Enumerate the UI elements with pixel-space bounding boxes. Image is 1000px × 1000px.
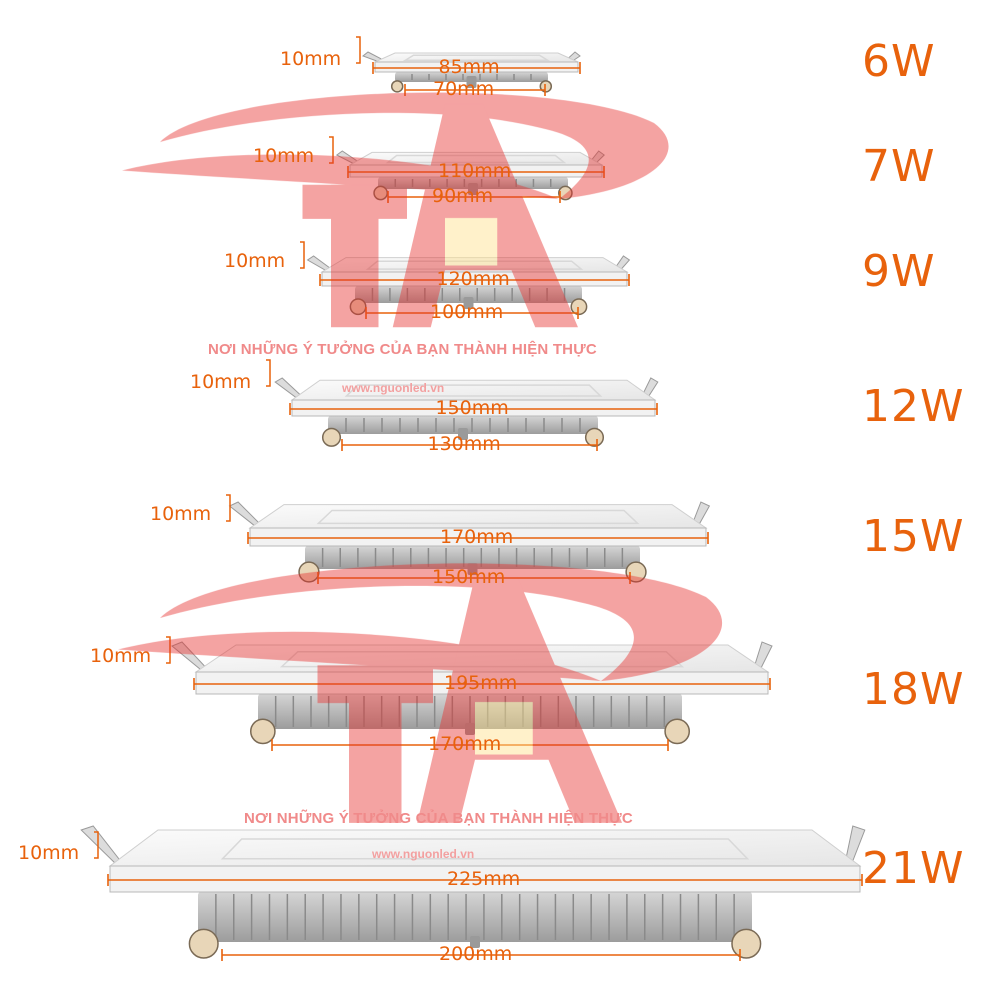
spring-clip-coil [731, 928, 762, 959]
panel-diffuser [316, 509, 640, 525]
spring-clip-coil [558, 185, 573, 201]
panel-7w [329, 136, 605, 203]
panel-connector [465, 723, 475, 735]
spring-clip-coil [390, 80, 404, 93]
panel-9w [300, 241, 631, 319]
outer-size-label: 150mm [435, 397, 509, 419]
panel-body [305, 546, 640, 569]
spring-clip-coil [570, 298, 588, 316]
thickness-label: 10mm [224, 250, 286, 272]
thickness-bracket [300, 241, 305, 269]
watermark-website: www.nguonled.vn [342, 381, 445, 395]
outer-size-label: 170mm [440, 526, 514, 548]
spring-clip-coil [584, 427, 605, 447]
panel-6w [356, 36, 581, 96]
cutout-size-label: 200mm [439, 943, 513, 965]
thickness-label: 10mm [253, 145, 315, 167]
spring-clip-coil [321, 427, 342, 447]
outer-size-label: 110mm [438, 160, 512, 182]
panel-body [328, 416, 598, 434]
panel-21w [80, 825, 866, 961]
cutout-size-label: 150mm [432, 566, 506, 588]
panel-diffuser [344, 384, 603, 397]
panel-connector [467, 563, 478, 575]
panel-face [108, 829, 862, 867]
panel-connector [463, 297, 474, 309]
watermark-website-lower: www.nguonled.vn [372, 847, 475, 861]
power-rating-label: 12W [862, 381, 965, 432]
panel-diffuser [365, 260, 584, 270]
panel-frame-edge [109, 865, 861, 893]
thickness-bracket [226, 494, 231, 522]
thickness-bracket [329, 136, 334, 164]
panel-connector [470, 936, 480, 948]
panel-diffuser [220, 838, 750, 860]
cutout-size-label: 70mm [433, 78, 495, 100]
thickness-label: 10mm [150, 503, 212, 525]
spring-clip-coil [625, 561, 647, 583]
panel-connector [458, 428, 468, 440]
power-rating-label: 18W [862, 664, 965, 715]
spring-clip-coil [249, 718, 276, 745]
watermark-slogan-lower: NƠI NHỮNG Ý TƯỞNG CỦA BẠN THÀNH HIỆN THỰ… [244, 810, 633, 827]
panel-frame-edge [195, 671, 769, 695]
power-rating-label: 21W [862, 843, 965, 894]
thickness-bracket [94, 831, 99, 859]
brand-logo-watermark [118, 563, 723, 823]
power-rating-label: 9W [862, 246, 936, 297]
panel-face [248, 504, 708, 529]
spring-clip-coil [298, 561, 320, 583]
cutout-size-label: 100mm [430, 301, 504, 323]
panel-connector [468, 183, 478, 195]
cutout-size-label: 170mm [428, 733, 502, 755]
thickness-label: 10mm [280, 48, 342, 70]
panel-18w [166, 636, 773, 751]
panel-frame-edge [249, 527, 707, 547]
thickness-label: 10mm [190, 371, 252, 393]
power-rating-label: 7W [862, 141, 936, 192]
cutout-size-label: 90mm [432, 185, 494, 207]
panel-diffuser [402, 54, 551, 61]
spring-clip-coil [349, 298, 367, 316]
panel-12w [266, 359, 659, 451]
panel-diffuser [279, 651, 685, 668]
thickness-bracket [356, 36, 361, 64]
panel-diffuser [385, 154, 567, 164]
panel-body [198, 892, 752, 942]
thickness-label: 10mm [90, 645, 152, 667]
spring-clip-coil [188, 928, 219, 959]
panel-15w [226, 494, 711, 584]
panel-frame-edge [374, 61, 579, 73]
outer-size-label: 85mm [438, 56, 500, 78]
spring-clip-coil [664, 718, 691, 745]
thickness-label: 10mm [18, 842, 80, 864]
power-rating-label: 6W [862, 36, 936, 87]
cutout-size-label: 130mm [427, 433, 501, 455]
panel-frame-edge [349, 164, 603, 178]
thickness-bracket [266, 359, 271, 387]
panel-frame-edge [321, 271, 628, 287]
watermark-slogan: NƠI NHỮNG Ý TƯỞNG CỦA BẠN THÀNH HIỆN THỰ… [208, 341, 597, 358]
panel-connector [466, 76, 477, 88]
thickness-bracket [166, 636, 171, 664]
panel-body [355, 286, 582, 303]
outer-size-label: 120mm [436, 268, 510, 290]
power-rating-label: 15W [862, 511, 965, 562]
outer-size-label: 225mm [447, 868, 521, 890]
outer-size-label: 195mm [444, 672, 518, 694]
panel-frame-edge [291, 399, 656, 417]
brand-logo-watermark [122, 92, 669, 328]
